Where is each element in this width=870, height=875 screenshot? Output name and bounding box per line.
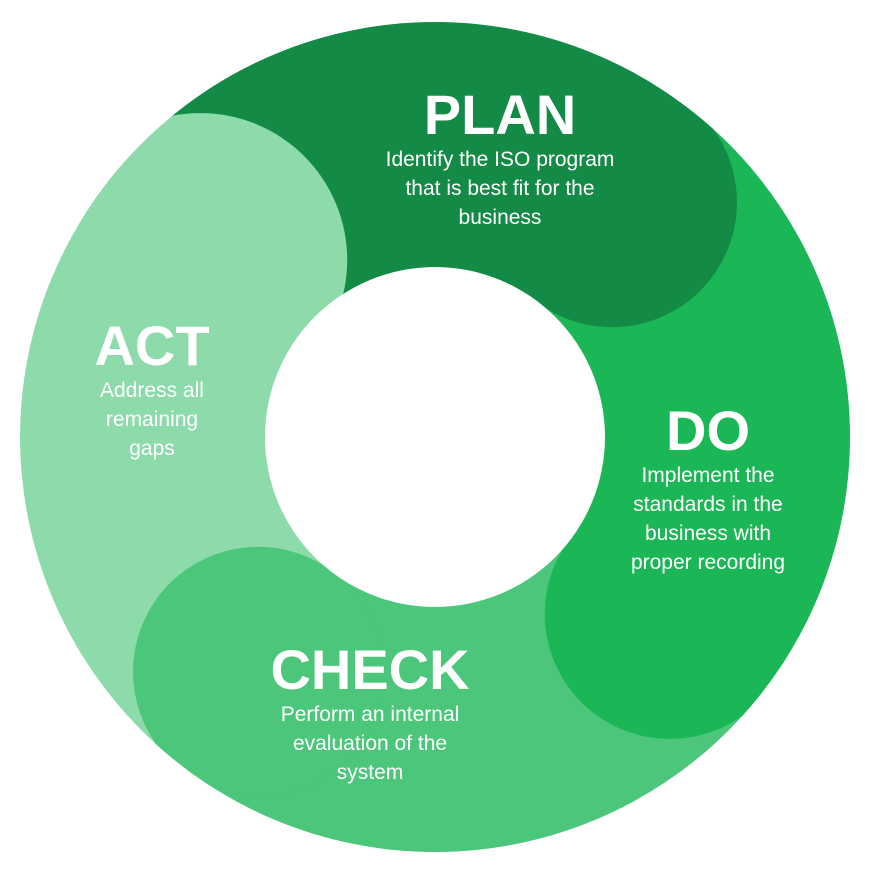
act-desc-line: remaining: [105, 408, 199, 431]
check-title: CHECK: [270, 638, 470, 701]
do-desc-line: Implement the: [641, 464, 775, 487]
act-desc-line: Address all: [100, 379, 204, 402]
plan-label: PLAN Identify the ISO program that is be…: [386, 85, 615, 232]
do-desc-line: standards in the: [633, 493, 783, 516]
center-hole: [265, 267, 605, 607]
do-desc-line: business with: [644, 522, 772, 545]
do-title: DO: [666, 399, 750, 462]
check-desc-line: Perform an internal: [280, 703, 460, 726]
do-desc-line: proper recording: [630, 551, 786, 574]
act-desc-line: gaps: [129, 437, 175, 460]
do-label: DO Implement the standards in the busine…: [631, 401, 785, 577]
plan-desc-line: Identify the ISO program: [385, 148, 615, 171]
plan-title: PLAN: [423, 83, 577, 146]
check-desc-line: system: [336, 761, 404, 784]
check-label: CHECK Perform an internal evaluation of …: [270, 640, 469, 787]
act-label: ACT Address all remaining gaps: [94, 316, 209, 463]
check-desc-line: evaluation of the: [292, 732, 448, 755]
plan-desc-line: business: [458, 206, 542, 229]
plan-desc-line: that is best fit for the: [405, 177, 595, 200]
act-segment-cap: [75, 135, 326, 386]
plan-segment: [83, 22, 737, 437]
check-segment: [133, 437, 787, 852]
do-segment: [435, 85, 850, 739]
act-title: ACT: [94, 314, 210, 377]
